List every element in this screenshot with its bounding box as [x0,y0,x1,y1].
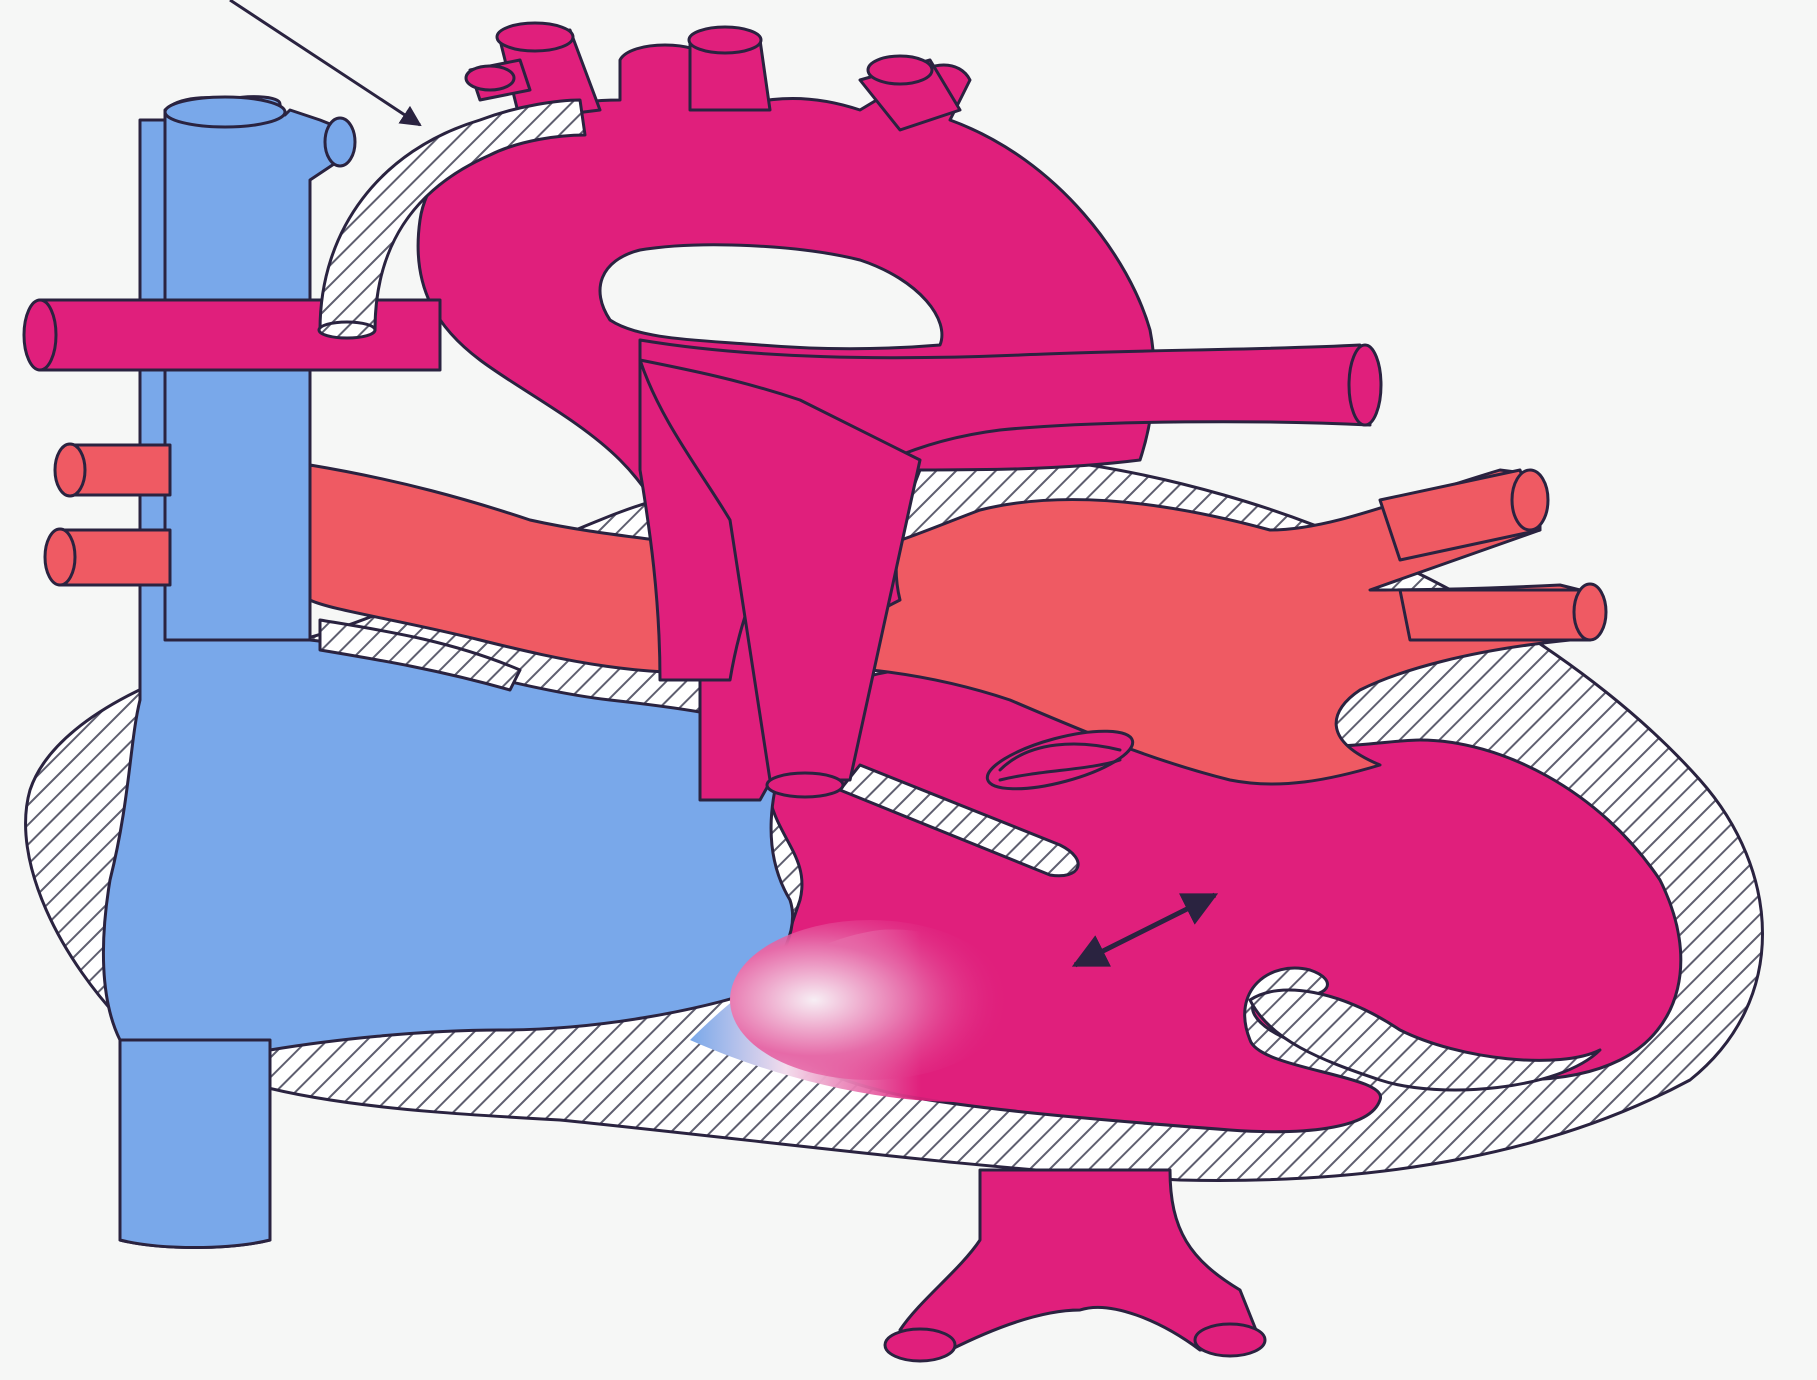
outflow-valve [767,773,843,797]
pulmonary-vein-left-lower [60,530,170,585]
descending-aorta-left-opening [885,1329,955,1361]
inferior-vena-cava [120,1040,270,1248]
svc-opening [165,97,285,127]
mixing-glow [730,920,1010,1080]
pulmonary-vein-left-lower-opening [45,529,75,585]
head-vessel-middle-opening [689,27,761,53]
pulmonary-vein-left-upper-opening [55,444,85,496]
systemic-branch-right-opening [1349,345,1381,425]
head-vessel-left-opening [497,23,573,51]
pulmonary-vein-right-upper-opening [1512,470,1548,530]
systemic-branch-left-opening [24,300,56,370]
descending-aorta-right-opening [1195,1324,1265,1356]
pulmonary-vein-right-lower [1400,590,1590,640]
systemic-branch-left [40,300,440,370]
shunt-conduit-end [319,322,375,338]
head-vessel-small-opening [466,66,514,90]
pulmonary-vein-right-lower-opening [1574,584,1606,640]
descending-aorta [900,1170,1260,1350]
svc-branch-opening [325,118,355,166]
head-vessel-right-opening [868,56,932,84]
